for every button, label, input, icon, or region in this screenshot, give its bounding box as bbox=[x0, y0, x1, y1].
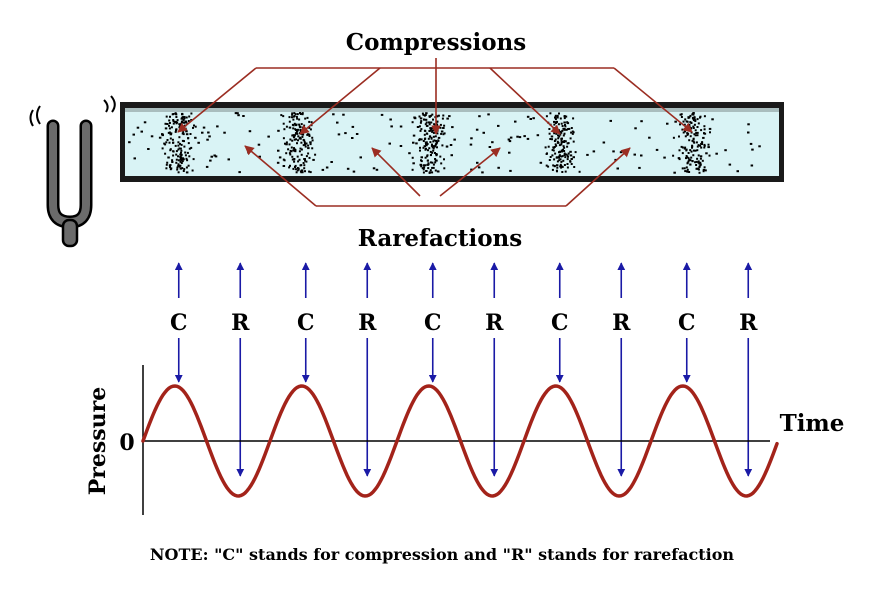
pressure-wave bbox=[141, 384, 779, 498]
air-tube bbox=[120, 102, 784, 182]
pointer-line bbox=[371, 147, 421, 197]
rarefaction-marker: R bbox=[739, 262, 758, 477]
tuning-fork-icon bbox=[29, 95, 116, 248]
rarefaction-marker: R bbox=[231, 262, 250, 477]
note-text: NOTE: "C" stands for compression and "R"… bbox=[150, 545, 735, 564]
time-axis-label: Time bbox=[780, 410, 845, 437]
marker-letter: R bbox=[739, 310, 758, 336]
rarefaction-marker: R bbox=[485, 262, 504, 477]
marker-letter: C bbox=[551, 310, 569, 336]
marker-letter: C bbox=[678, 310, 696, 336]
rarefaction-marker: R bbox=[358, 262, 377, 477]
pressure-axis-label: Pressure bbox=[85, 387, 111, 496]
marker-letter: C bbox=[170, 310, 188, 336]
zero-label: 0 bbox=[119, 430, 134, 456]
pointer-line bbox=[613, 67, 693, 133]
pointer-lines bbox=[177, 58, 693, 207]
compression-marker: C bbox=[170, 262, 188, 383]
pointer-line bbox=[299, 67, 381, 135]
pointer-line bbox=[244, 145, 317, 207]
marker-letter: R bbox=[612, 310, 631, 336]
marker-letter: R bbox=[231, 310, 250, 336]
marker-letter: C bbox=[424, 310, 442, 336]
compression-marker: C bbox=[551, 262, 569, 383]
pointer-line bbox=[565, 147, 631, 207]
pointer-line bbox=[177, 67, 257, 133]
compressions-label: Compressions bbox=[346, 29, 526, 56]
marker-letter: C bbox=[297, 310, 315, 336]
air-particles bbox=[128, 112, 761, 174]
compression-marker: C bbox=[424, 262, 442, 383]
marker-letter: R bbox=[358, 310, 377, 336]
rarefactions-label: Rarefactions bbox=[358, 225, 522, 252]
compression-marker: C bbox=[297, 262, 315, 383]
rarefaction-marker: R bbox=[612, 262, 631, 477]
pointer-line bbox=[489, 67, 561, 135]
marker-letter: R bbox=[485, 310, 504, 336]
compression-marker: C bbox=[678, 262, 696, 383]
pointer-line bbox=[439, 147, 501, 197]
